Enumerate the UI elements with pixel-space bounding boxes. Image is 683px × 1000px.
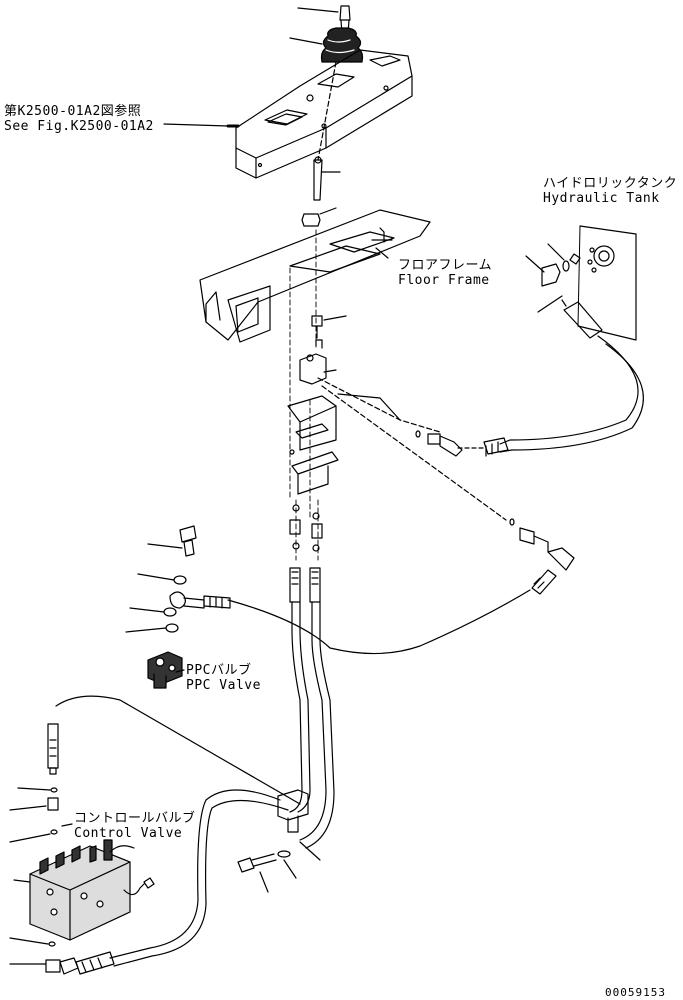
control-valve-label-en: Control Valve [74,826,183,841]
operator-console [163,49,413,179]
hydraulic-tank-label-jp: ハイドロリックタンク [543,176,678,191]
hose-end-fitting [47,723,59,775]
vertical-hoses [289,567,335,849]
hydraulic-tank-label: ハイドロリックタンク Hydraulic Tank [543,176,677,206]
banjo-bolt [147,525,197,557]
hydraulic-tank [525,225,637,341]
document-number: 00059153 [605,986,666,999]
washer [137,573,187,585]
reference-label-en: See Fig.K2500-01A2 [4,119,154,134]
control-valve-label-jp: コントロールバルブ [74,811,196,826]
leader-lines [61,669,185,827]
lever-boot [289,27,364,63]
lever-rod [313,61,341,201]
nut [301,207,337,227]
o-ring-and-adapter [9,787,59,843]
clamp-bolt [237,850,297,893]
reference-label: 第K2500-01A2図参照 See Fig.K2500-01A2 [4,104,154,134]
hydraulic-tank-label-en: Hydraulic Tank [543,191,660,206]
ppc-valve [147,651,183,689]
ppc-valve-label-jp: PPCバルブ [186,663,252,678]
reference-label-jp: 第K2500-01A2図参照 [4,104,142,119]
banjo-fitting-hose [125,591,231,633]
tank-hose [483,295,644,457]
branch-fittings [321,385,575,595]
tank-return-hose [227,589,531,655]
floor-frame-label-jp: フロアフレーム [398,258,493,273]
fittings [289,504,323,552]
bolt [311,315,347,339]
bottom-elbow [9,937,115,975]
floor-frame [199,209,431,343]
valve-bracket [287,395,339,495]
floor-frame-label-en: Floor Frame [398,273,490,288]
control-valve-label: コントロールバルブ Control Valve [74,811,196,841]
ppc-valve-mount [299,339,337,385]
control-valve-hose [55,695,301,967]
hose-clamp [277,789,321,861]
ppc-valve-label: PPCバルブ PPC Valve [186,663,261,693]
floor-frame-label: フロアフレーム Floor Frame [398,258,492,288]
elbow-fitting [317,377,487,457]
ppc-valve-label-en: PPC Valve [186,678,261,693]
control-valve [13,839,155,941]
